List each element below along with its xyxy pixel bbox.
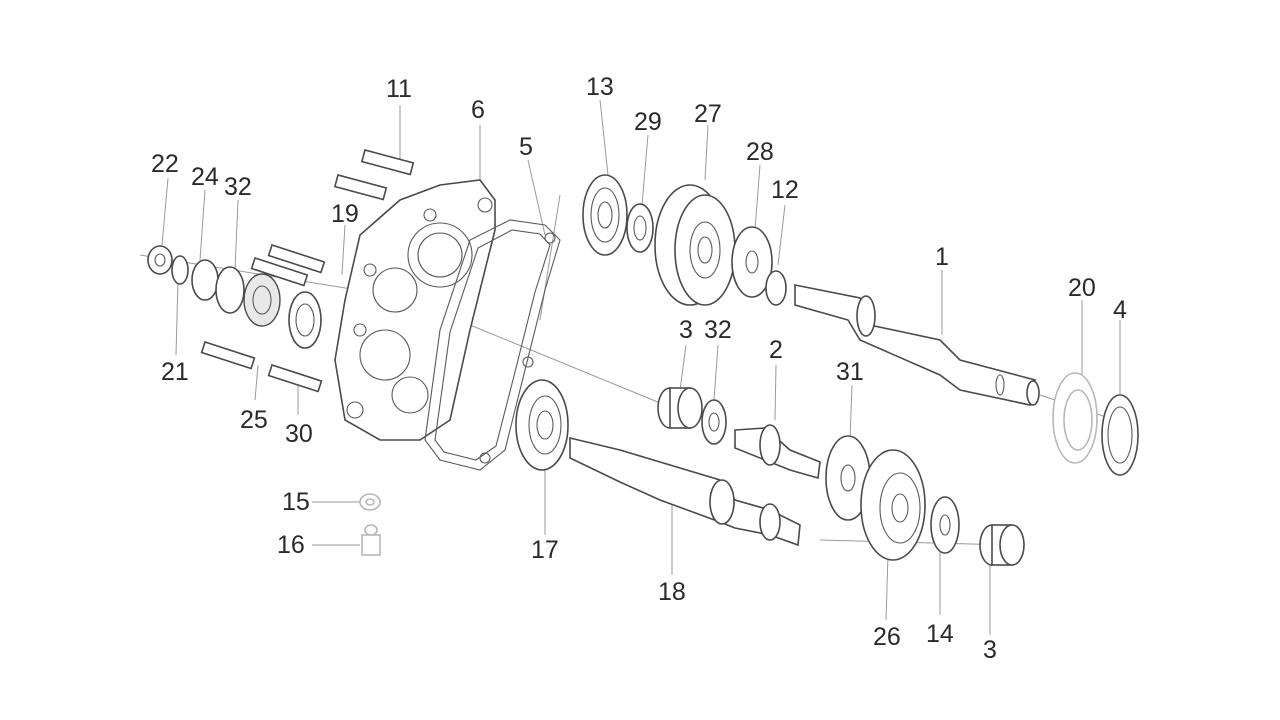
callout-15: 15 [282,488,310,516]
callout-1: 1 [935,243,949,271]
housing-cover [334,179,496,441]
callout-6: 6 [471,96,485,124]
callout-16: 16 [277,531,305,559]
callout-22: 22 [151,150,179,178]
circlip-12 [765,270,787,306]
callout-2: 2 [769,336,783,364]
o-ring-32-left [215,266,245,314]
nut-22 [147,245,173,275]
drain-plug-16 [361,524,381,556]
main-shaft-1 [794,284,1040,406]
bolt-11 [333,149,415,201]
seal-4 [1101,394,1139,476]
callout-25: 25 [240,406,268,434]
callout-26: 26 [873,623,901,651]
callout-30: 30 [285,420,313,448]
washer-31 [825,435,871,521]
callout-20: 20 [1068,274,1096,302]
callout-17: 17 [531,536,559,564]
callout-31: 31 [836,358,864,386]
callout-3-upper: 3 [679,316,693,344]
callout-27: 27 [694,100,722,128]
washer-15 [359,493,381,511]
callout-24: 24 [191,163,219,191]
callout-labels: 1 2 3 3 4 5 6 11 12 13 14 15 16 17 18 19… [151,73,1127,664]
bolt-19 [250,243,326,287]
gear-26 [860,449,926,561]
bearing-20 [1052,372,1098,464]
gasket [424,219,561,471]
washer-21 [171,255,189,285]
callout-4: 4 [1113,296,1127,324]
callout-12: 12 [771,176,799,204]
bolt-30 [267,363,323,393]
shaft-2 [734,424,821,480]
callout-14: 14 [926,620,954,648]
callout-29: 29 [634,108,662,136]
callout-32-left: 32 [224,173,252,201]
seal-cap [243,273,281,327]
needle-bearing-3-upper [657,387,703,429]
washer-28 [731,226,773,298]
callout-21: 21 [161,358,189,386]
callout-11: 11 [386,75,412,103]
washer-32-lower [701,399,727,445]
callout-32-lower: 32 [704,316,732,344]
callout-18: 18 [658,578,686,606]
o-ring-24 [191,259,219,301]
shaft-18 [569,436,801,547]
bearing-17 [515,379,569,471]
callout-13: 13 [586,73,614,101]
bearing-13 [582,174,628,256]
callout-28: 28 [746,138,774,166]
needle-bearing-3-lower [979,524,1025,566]
leader-lines [139,99,1131,635]
callout-3-lower: 3 [983,636,997,664]
bolt-25 [200,340,256,370]
gear-27 [654,184,736,306]
callout-19: 19 [331,200,359,228]
washer-14 [930,496,960,554]
washer-29 [626,203,654,253]
callout-5: 5 [519,133,533,161]
oil-seal [288,291,322,349]
